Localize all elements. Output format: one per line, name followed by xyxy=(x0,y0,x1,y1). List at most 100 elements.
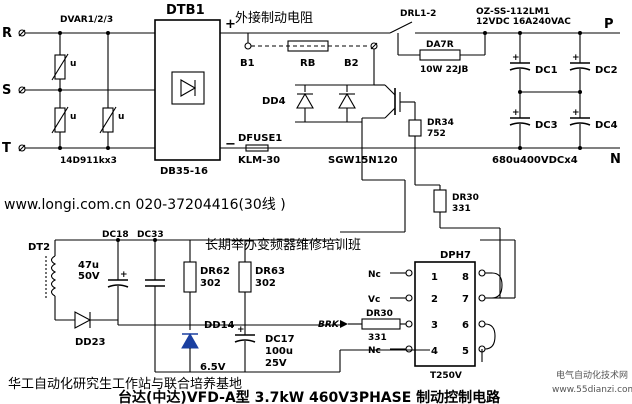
watermark-url: www.55dianzi.com xyxy=(552,385,632,395)
b2-label: B2 xyxy=(344,58,359,69)
zener-value: 6.5V xyxy=(200,362,226,373)
dt2-label: DT2 xyxy=(28,242,50,253)
dr63-label: DR63 xyxy=(255,266,285,277)
dc4-label: DC4 xyxy=(595,120,618,131)
pin-6: 6 xyxy=(462,320,469,331)
terminal-b1 xyxy=(244,42,252,50)
dc17-plus: + xyxy=(237,325,245,335)
bridge-body xyxy=(154,19,221,161)
footer-organization: 华工自动化研究生工作站与联合培养基地 xyxy=(8,376,242,392)
pin-7: 7 xyxy=(462,294,469,305)
phase-t-label: T xyxy=(2,141,11,156)
dc18-plus: + xyxy=(120,270,128,280)
dr30-top-value: 331 xyxy=(452,204,471,214)
drl-label: DRL1-2 xyxy=(400,9,436,19)
brake-resistor-cn: 外接制动电阻 xyxy=(235,10,313,26)
dd4-label: DD4 xyxy=(262,96,286,107)
brake-igbt: DR34 752 xyxy=(361,84,454,185)
dc1-label: DC1 xyxy=(535,65,558,76)
diode-dd23 xyxy=(74,311,92,329)
dc1-plus: + xyxy=(512,53,520,63)
resistor-dr34 xyxy=(408,119,422,137)
dc18-label: DC18 xyxy=(102,230,129,240)
dr62-label: DR62 xyxy=(200,266,230,277)
phase-input-lines: R S T xyxy=(2,26,155,156)
capacitor-bank: + + + + DC1 DC2 DC3 DC4 680u400VDCx4 xyxy=(492,31,618,166)
optocoupler-dph7: DPH7 1 2 3 4 5 6 7 8 Nc Vc Nc T250V xyxy=(368,239,516,381)
resistor-dr30-top xyxy=(433,189,447,213)
dc17-value-2: 25V xyxy=(265,358,287,369)
b1-label: B1 xyxy=(240,58,255,69)
pin-5: 5 xyxy=(462,346,469,357)
dc2-plus: + xyxy=(572,53,580,63)
resistor-dr63 xyxy=(238,261,252,293)
varistor-1-u: u xyxy=(70,59,76,69)
diode-dd4-b xyxy=(338,92,356,109)
varistor-model: 14D911kx3 xyxy=(60,156,117,166)
dc33-label: DC33 xyxy=(137,230,164,240)
resistor-da7r xyxy=(419,49,461,61)
dtb1-label: DTB1 xyxy=(166,3,205,18)
dc17-label: DC17 xyxy=(265,334,295,345)
transformer-winding xyxy=(50,255,57,297)
pin-8: 8 xyxy=(462,272,469,283)
rb-label: RB xyxy=(300,58,315,69)
cap-bank-value: 680u400VDCx4 xyxy=(492,155,578,166)
bridge-rectifier: DTB1 DB35-16 + − xyxy=(154,3,236,177)
precharge-resistor: DA7R 10W 22JB xyxy=(397,31,487,75)
dc-bus-negative: N DFUSE1 KLM-30 SGW15N120 xyxy=(220,133,621,167)
watermark-cn: 电气自动化技术网 xyxy=(556,369,628,381)
dfuse-label: DFUSE1 xyxy=(238,133,282,144)
bus-n-label: N xyxy=(610,152,621,167)
dr62-value: 302 xyxy=(200,278,221,289)
nc-pin4: Nc xyxy=(368,346,381,356)
dph7-body xyxy=(414,261,476,367)
pin-3: 3 xyxy=(431,320,438,331)
diagram-title: 台达(中达)VFD-A型 3.7kW 460V3PHASE 制动控制电路 xyxy=(118,389,501,404)
vc-pin2: Vc xyxy=(368,295,380,305)
dd14-label: DD14 xyxy=(204,320,235,331)
da7r-value: 10W 22JB xyxy=(420,65,468,75)
resistor-rb xyxy=(287,40,329,52)
freewheel-diodes: DD4 xyxy=(262,84,374,123)
brake-resistor-section: 外接制动电阻 B1 RB B2 xyxy=(235,10,378,85)
sgw-label: SGW15N120 xyxy=(328,155,398,166)
varistor-3-u: u xyxy=(118,112,124,122)
dr30-bot-label: DR30 xyxy=(366,309,393,319)
bridge-plus: + xyxy=(225,17,236,32)
gate-drive-link: DR30 331 xyxy=(340,148,501,260)
relay-model: OZ-SS-112LM1 xyxy=(476,7,550,17)
phase-r-label: R xyxy=(2,26,12,41)
bridge-symbol xyxy=(171,71,205,105)
dc3-label: DC3 xyxy=(535,120,558,131)
dc2-label: DC2 xyxy=(595,65,618,76)
lower-power-supply: DT2 DC18 DC33 DD23 + 47u 50V DR62 xyxy=(28,230,430,373)
klm-label: KLM-30 xyxy=(238,155,280,166)
training-course-cn: 长期举办变频器维修培训班 xyxy=(205,237,361,253)
dph7-label: DPH7 xyxy=(440,250,471,261)
pin-1: 1 xyxy=(431,272,438,283)
da7r-label: DA7R xyxy=(426,40,454,50)
fuse-dfuse1 xyxy=(245,144,269,152)
dr30-bot-value: 331 xyxy=(368,333,387,343)
dc18-value-2: 50V xyxy=(78,271,100,282)
bridge-minus: − xyxy=(225,137,236,152)
zener-dd14 xyxy=(181,332,199,349)
resistor-dr30-bottom xyxy=(361,318,401,330)
bridge-model: DB35-16 xyxy=(160,166,208,177)
pin-2: 2 xyxy=(431,294,438,305)
diode-dd4-a xyxy=(296,92,314,109)
bus-p-label: P xyxy=(604,17,614,32)
website-contact: www.longi.com.cn 020-37204416(30线 ) xyxy=(4,197,286,213)
resistor-dr62 xyxy=(183,261,197,293)
dr63-value: 302 xyxy=(255,278,276,289)
varistor-array: DVAR1/2/3 u u u 14D911kx3 xyxy=(51,15,124,166)
phase-s-label: S xyxy=(2,83,11,98)
nc-pin1: Nc xyxy=(368,270,381,280)
relay-rating: 12VDC 16A240VAC xyxy=(476,17,571,27)
dvar-label: DVAR1/2/3 xyxy=(60,15,113,25)
brk-label: BRK xyxy=(318,320,340,330)
brk-input: BRK DR30 331 xyxy=(318,309,401,343)
